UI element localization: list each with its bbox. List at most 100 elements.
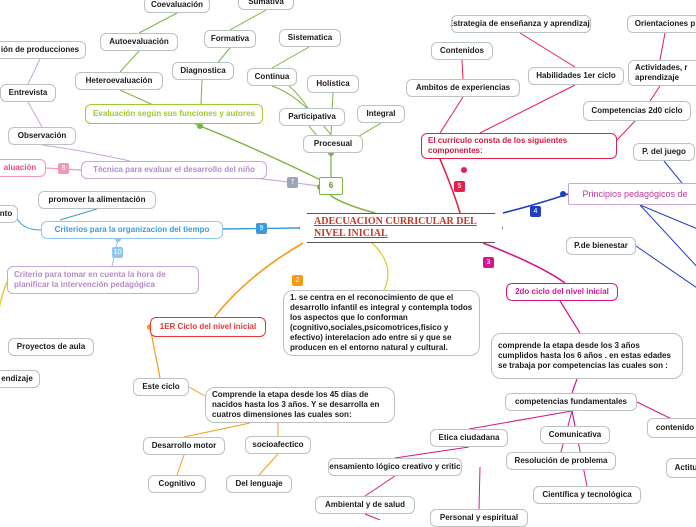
connector-line: [271, 85, 332, 136]
node-observacion[interactable]: Observación: [8, 127, 76, 145]
node-coevaluacion[interactable]: Coevaluación: [144, 0, 210, 13]
node-pjuego[interactable]: P. del juego: [633, 143, 695, 161]
node-formativa[interactable]: Formativa: [204, 30, 256, 48]
connector-line: [176, 454, 185, 476]
node-curriculo[interactable]: El currículo consta de los siguientes co…: [421, 133, 617, 159]
connector-line: [41, 144, 131, 162]
connector-line: [559, 300, 581, 334]
branch-number-badge: 10: [112, 247, 123, 258]
connector-line: [199, 125, 332, 186]
connector-line: [616, 120, 636, 141]
connector-line: [271, 46, 310, 69]
connector-line: [119, 50, 140, 73]
node-ciclo2[interactable]: 2do ciclo del nivel inicial: [506, 283, 618, 301]
node-diagnostica[interactable]: Diagnostica: [172, 62, 234, 80]
node-competencias2[interactable]: Competencias 2d0 ciclo: [583, 101, 691, 121]
node-promover[interactable]: promover la alimentación: [38, 191, 156, 209]
branch-number-badge: 5: [454, 181, 465, 192]
connector-line: [478, 466, 481, 510]
node-socioafectico[interactable]: socioafectico: [245, 436, 311, 454]
node-competencias-fund[interactable]: competencias fundamentales: [505, 393, 637, 411]
connector-line: [479, 84, 576, 134]
node-nto[interactable]: nto: [0, 205, 18, 223]
connector-line: [258, 453, 279, 476]
connector-line: [639, 204, 696, 267]
node-actividades[interactable]: Actividades, r aprendizaje: [628, 60, 696, 86]
connector-line: [439, 96, 464, 134]
connector-line: [59, 208, 98, 221]
node-contenidos[interactable]: Contenidos: [431, 42, 493, 60]
node-tecnica[interactable]: Técnica para evaluar el desarrollo del n…: [81, 161, 267, 179]
node-procesual[interactable]: Procesual: [303, 135, 363, 153]
connector-line: [330, 195, 376, 214]
node-pbienestar[interactable]: P.de bienestar: [566, 237, 636, 255]
connector-line: [0, 281, 8, 308]
node-holistica[interactable]: Holística: [307, 75, 359, 93]
node-sumativa[interactable]: Sumativa: [238, 0, 294, 10]
node-heteroevaluacion[interactable]: Heteroevaluación: [75, 72, 163, 90]
connector-line: [659, 32, 666, 61]
connector-line: [183, 422, 251, 438]
connector-line: [639, 204, 696, 229]
connector-line: [482, 242, 566, 284]
node-etica[interactable]: Etica ciudadana: [430, 429, 508, 447]
connector-line: [571, 410, 588, 487]
connector-dot: [461, 167, 467, 173]
connector-line: [27, 58, 41, 85]
connector-line: [364, 475, 396, 497]
node-continua[interactable]: Continua: [247, 68, 297, 86]
node-eval-funciones[interactable]: Evaluación según sus funciones y autores: [85, 104, 263, 124]
node-comunicativa[interactable]: Comunicativa: [540, 426, 610, 444]
connector-line: [229, 9, 267, 31]
node-producciones[interactable]: ión de producciones: [0, 41, 86, 59]
node-estrategia[interactable]: Estrategia de enseñanza y aprendizaje: [451, 15, 591, 33]
branch-number-badge: 7: [287, 177, 298, 188]
node-evaluacion-left[interactable]: aluación: [0, 159, 46, 177]
connector-line: [188, 386, 206, 397]
connector-line: [649, 85, 661, 102]
connector-line: [207, 242, 304, 327]
node-ciclo1[interactable]: 1ER Ciclo del nivel inicial: [150, 317, 266, 337]
node-orientaciones[interactable]: Orientaciones p: [627, 15, 696, 33]
branch-number-badge: 9: [256, 223, 267, 234]
connector-line: [27, 101, 43, 128]
node-six[interactable]: 6: [319, 177, 343, 195]
connector-line: [468, 410, 573, 430]
node-principios[interactable]: Principios pedagógicos de: [568, 183, 696, 205]
branch-number-badge: 4: [530, 206, 541, 217]
node-sistematica[interactable]: Sistematica: [279, 29, 341, 47]
node-cognitivo[interactable]: Cognitivo: [148, 475, 206, 493]
node-description1[interactable]: 1. se centra en el reconocimiento de que…: [283, 290, 480, 356]
branch-number-badge: 8: [58, 163, 69, 174]
node-aprendizaje[interactable]: endizaje: [0, 370, 40, 388]
connector-line: [394, 446, 470, 459]
node-cientifica[interactable]: Científica y tecnológica: [533, 486, 641, 504]
node-participativa[interactable]: Participativa: [279, 108, 345, 126]
connector-line: [371, 242, 389, 291]
connector-dot: [197, 123, 203, 129]
node-integral[interactable]: Integral: [357, 105, 405, 123]
node-ambitos[interactable]: Ambitos de experiencias: [406, 79, 520, 97]
connector-line: [364, 513, 381, 520]
node-pensamiento[interactable]: pensamiento lógico creativo y critico: [328, 458, 462, 476]
node-este-ciclo[interactable]: Este ciclo: [133, 378, 189, 396]
node-personal[interactable]: Personal y espiritual: [430, 509, 528, 527]
node-habilidades[interactable]: Habilidades 1er ciclo: [528, 67, 624, 85]
node-ambiental[interactable]: Ambiental y de salud: [315, 496, 415, 514]
connector-line: [461, 59, 464, 80]
node-contenidos-r[interactable]: contenido: [647, 418, 696, 438]
main-topic-title[interactable]: ADECUACION CURRICULAR DEL NIVEL INICIAL: [299, 213, 503, 243]
node-entrevista[interactable]: Entrevista: [0, 84, 56, 102]
node-criterio-tomar[interactable]: Criterio para tomar en cuenta la hora de…: [7, 266, 199, 294]
node-desarrollo-motor[interactable]: Desarrollo motor: [143, 437, 225, 455]
node-proyectos[interactable]: Proyectos de aula: [8, 338, 94, 356]
node-resolucion[interactable]: Resolución de problema: [506, 452, 616, 470]
node-autoevaluacion[interactable]: Autoevaluación: [100, 33, 178, 51]
node-actitu[interactable]: Actitu: [666, 458, 696, 478]
node-criterios-org[interactable]: Criterios para la organizacion del tiemp…: [41, 221, 223, 239]
connector-line: [14, 213, 42, 231]
node-comprende2[interactable]: comprende la etapa desde los 3 años cump…: [491, 333, 683, 379]
node-lenguaje[interactable]: Del lenguaje: [226, 475, 292, 493]
connector-line: [519, 32, 576, 68]
node-comprende1[interactable]: Comprende la etapa desde los 45 días de …: [205, 387, 395, 423]
